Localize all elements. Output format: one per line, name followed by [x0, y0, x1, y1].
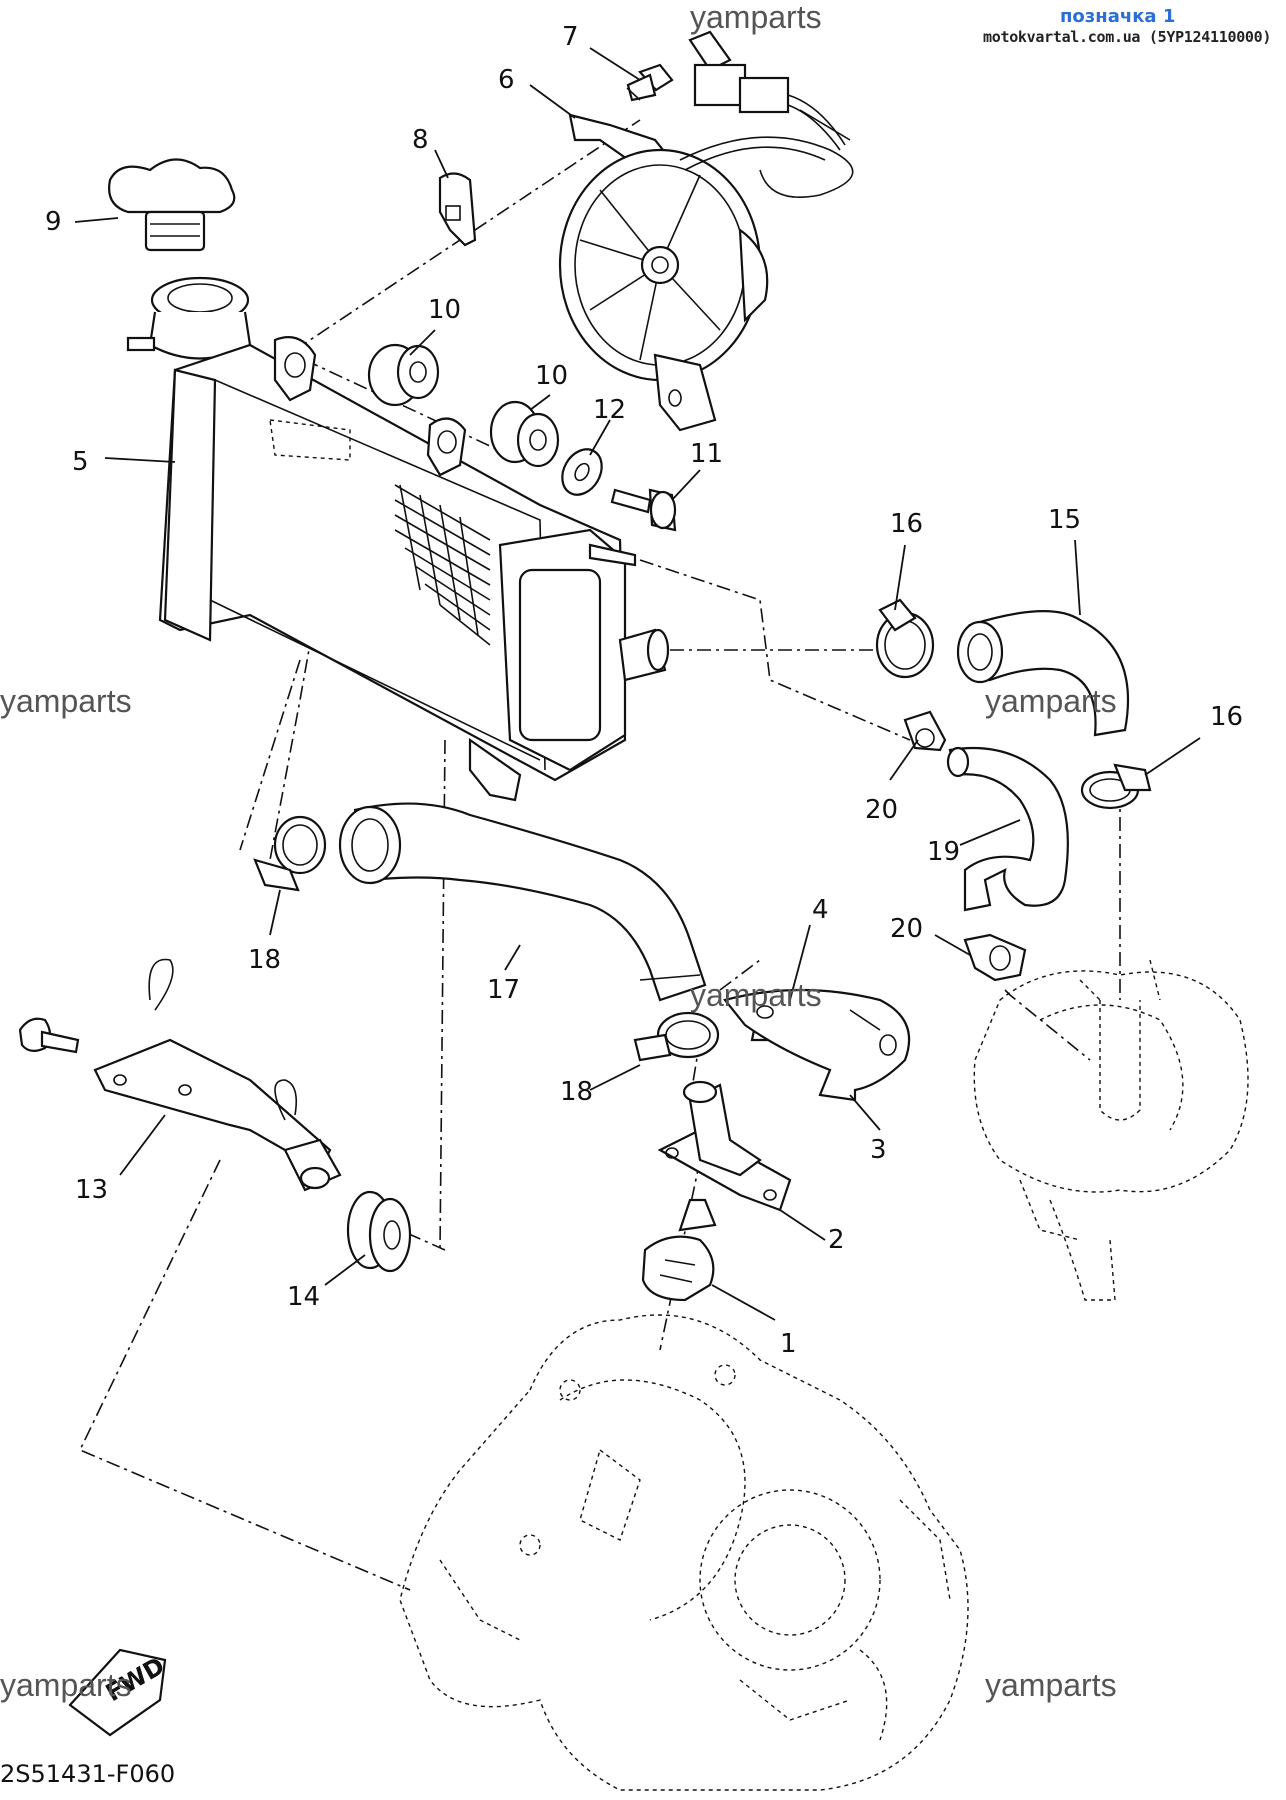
fan-assembly [558, 109, 854, 432]
hose-17 [338, 802, 707, 1002]
watermark-left: yamparts [0, 683, 132, 719]
bolt-13 [18, 1017, 80, 1054]
callout-1: 1 [780, 1329, 797, 1359]
callout-3: 3 [870, 1135, 887, 1165]
callout-10a: 10 [428, 295, 461, 325]
watermark-center: yamparts [690, 977, 822, 1013]
callout-17: 17 [487, 975, 520, 1005]
fan-connector [688, 30, 846, 151]
header-source: motokvartal.com.ua (5YP124110000) [983, 28, 1272, 46]
watermarks: yamparts yamparts yamparts yamparts yamp… [0, 0, 1117, 1703]
hose-19 [946, 746, 1069, 912]
bolt-11 [610, 488, 677, 532]
callout-20b: 20 [890, 914, 923, 944]
callout-12: 12 [593, 395, 626, 425]
callout-11: 11 [690, 439, 723, 469]
fwd-arrow: FWD [68, 1648, 169, 1737]
callout-15: 15 [1048, 505, 1081, 535]
header-label: позначка 1 [1060, 6, 1176, 27]
bolt-7 [626, 63, 674, 102]
damper-10b [489, 400, 560, 468]
callout-4: 4 [812, 895, 829, 925]
callout-5: 5 [72, 447, 89, 477]
callout-13: 13 [75, 1175, 108, 1205]
leader-lines [74, 47, 1201, 1321]
radiator-cap [108, 158, 236, 252]
clip-8 [438, 172, 477, 247]
callout-7: 7 [562, 22, 579, 52]
callout-18b: 18 [560, 1077, 593, 1107]
callout-2: 2 [828, 1225, 845, 1255]
callouts: 1 2 3 4 5 6 7 8 9 10 10 11 12 13 14 15 1… [45, 22, 1243, 1359]
bracket-3 [723, 988, 911, 1102]
callout-16b: 16 [1210, 702, 1243, 732]
callout-10b: 10 [535, 361, 568, 391]
clamp-18b [633, 1011, 720, 1062]
thermostat-cover-2 [657, 1080, 792, 1212]
radiator [158, 336, 670, 802]
callout-20a: 20 [865, 795, 898, 825]
bracket-13 [93, 958, 342, 1192]
filler-neck [126, 276, 252, 360]
water-pump-housing [973, 959, 1249, 1301]
watermark-right: yamparts [985, 683, 1117, 719]
watermark-bottom-left: yamparts [0, 1667, 132, 1703]
cylinder-head [399, 1314, 969, 1791]
watermark-bottom-right: yamparts [985, 1667, 1117, 1703]
damper-10a [367, 343, 440, 407]
clip-20b [963, 933, 1027, 982]
assembly-lines [78, 119, 1121, 1591]
callout-14: 14 [287, 1282, 320, 1312]
callout-6: 6 [498, 65, 515, 95]
clip-20a [903, 710, 947, 752]
clamp-16a [875, 598, 935, 679]
clamp-16b [1080, 763, 1152, 810]
thermostat-1 [641, 1198, 717, 1302]
callout-9: 9 [45, 207, 62, 237]
callout-16a: 16 [890, 509, 923, 539]
callout-8: 8 [412, 125, 429, 155]
damper-14 [346, 1190, 412, 1273]
clamp-18a [253, 815, 327, 892]
washer-12 [561, 448, 603, 496]
callout-19: 19 [927, 837, 960, 867]
watermark-top: yamparts [690, 0, 822, 35]
callout-18a: 18 [248, 945, 281, 975]
diagram-code: 2S51431-F060 [0, 1760, 175, 1788]
hose-15 [956, 610, 1130, 737]
